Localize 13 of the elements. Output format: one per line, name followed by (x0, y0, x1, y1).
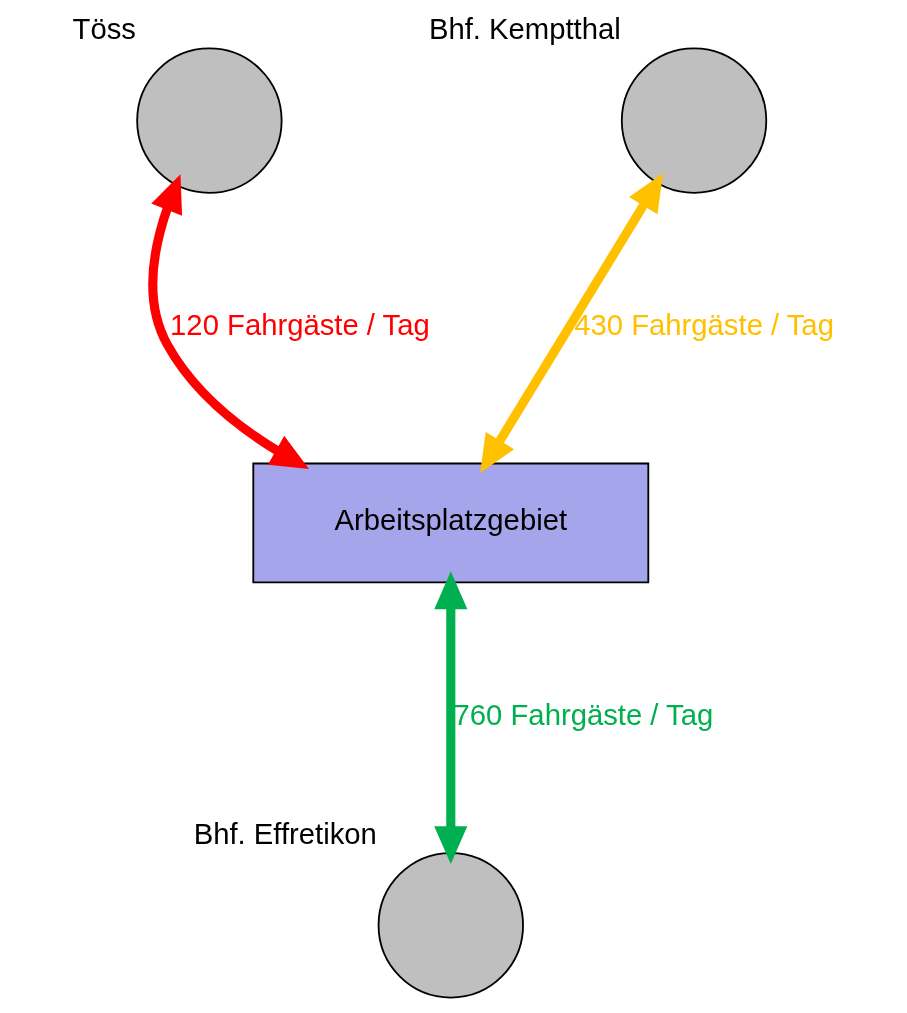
edge-label: 120 Fahrgäste / Tag (169, 309, 430, 342)
node-circle (135, 47, 283, 194)
node-circle (620, 47, 767, 194)
arrow (433, 571, 467, 865)
node-label: Töss (72, 12, 136, 45)
node-circle (377, 852, 524, 999)
edge-label: 760 Fahrgäste / Tag (453, 698, 713, 731)
node-label: Bhf. Kemptthal (428, 12, 621, 45)
node-label: Bhf. Effretikon (193, 817, 377, 850)
arrow (479, 173, 663, 473)
node-box: Arbeitsplatzgebiet (251, 462, 649, 584)
edge-label: 430 Fahrgäste / Tag (573, 309, 834, 342)
arrow (147, 174, 309, 469)
